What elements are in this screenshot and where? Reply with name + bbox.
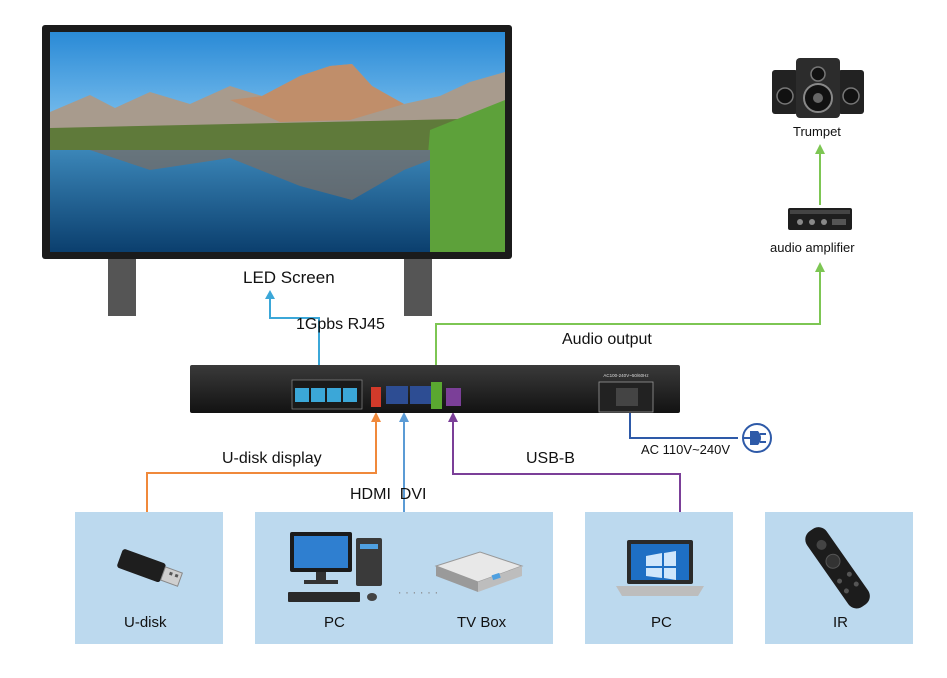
udisk-arrow [371,412,381,422]
usb-line [452,420,681,512]
led-screen [42,25,512,316]
source-pc-label: PC [324,614,345,631]
power-plug-icon [742,423,772,453]
rj45-arrow [265,290,275,299]
usb-b-port [446,388,461,406]
speaker-icon [772,58,864,118]
audio-line [435,270,821,383]
screen-landscape-image [50,32,505,252]
rj45-ports [295,388,357,402]
usb-a-port [371,387,381,407]
usb-arrow [448,412,458,422]
power-label: AC 110V~240V [641,442,731,457]
player-device: AC100-240V~50/60Hz [190,365,680,413]
source-tvbox-label: TV Box [457,614,507,631]
rj45-label: 1Gpbs RJ45 [296,316,385,333]
rj45-line [269,296,320,396]
audio-arrow-trumpet [815,144,825,154]
hdmi-port [386,386,408,404]
audio-port [431,382,442,409]
usb-b-label: USB-B [526,450,575,467]
screen-leg-right [404,250,432,316]
udisk-icon [117,549,183,587]
hdmi-dvi-label: HDMI DVI [350,486,427,503]
source-ir-label: IR [833,614,848,631]
hdmi-arrow [399,412,409,422]
source-udisk-label: U-disk [124,614,167,631]
device-power-rating: AC100-240V~50/60Hz [603,373,649,378]
trumpet-label: Trumpet [793,124,841,139]
audio-arrow-amp [815,262,825,272]
desktop-pc-icon [288,532,382,602]
laptop-icon [616,540,704,596]
connection-lines [146,144,825,512]
amplifier-label: audio amplifier [770,240,855,255]
udisk-display-label: U-disk display [222,450,322,467]
udisk-line [146,420,377,512]
audio-output-label: Audio output [562,331,652,348]
screen-leg-left [108,250,136,316]
ellipsis-dots: · · · · · · [398,585,439,599]
tv-box-icon [434,551,524,592]
ir-remote-icon [805,527,870,609]
amplifier-icon [788,208,852,230]
source-pc2-label: PC [651,614,672,631]
dvi-port [410,386,432,404]
power-line [629,412,738,439]
led-screen-label: LED Screen [243,268,335,287]
